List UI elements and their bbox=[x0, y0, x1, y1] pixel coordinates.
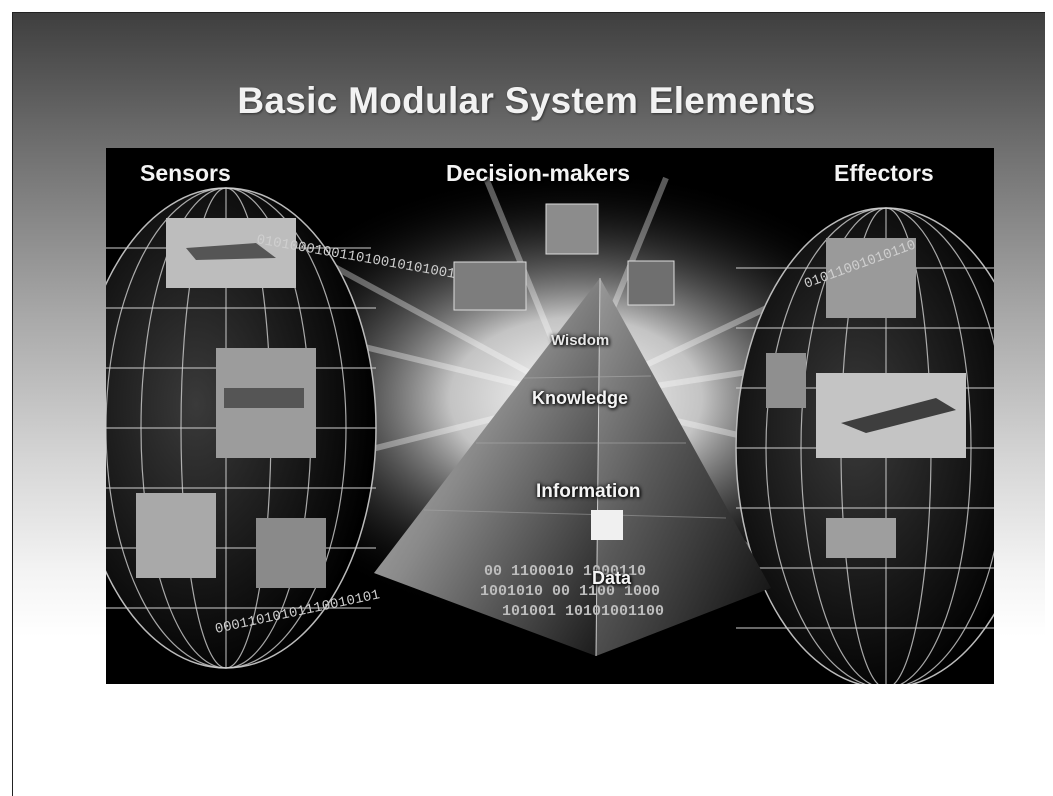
slide-edge-left bbox=[12, 12, 13, 796]
decision-makers-heading: Decision-makers bbox=[446, 160, 631, 186]
decision-maker-photo-left bbox=[453, 261, 527, 311]
sensors-globe bbox=[106, 187, 377, 669]
effector-photo-missile bbox=[766, 353, 806, 408]
tier-knowledge: Knowledge bbox=[532, 388, 629, 408]
decision-maker-photo-top bbox=[545, 203, 599, 255]
tier-wisdom: Wisdom bbox=[551, 332, 610, 349]
effectors-globe bbox=[735, 207, 994, 684]
frame-border-right bbox=[1045, 0, 1053, 796]
knowledge-pyramid bbox=[374, 277, 771, 657]
slide-edge-top bbox=[12, 12, 1045, 13]
frame-border-left bbox=[0, 0, 12, 796]
pyramid-binary-line: 1001010 00 1100 1000 bbox=[480, 583, 660, 600]
effector-photo-vehicle bbox=[826, 518, 896, 558]
diagram-panel: 0101000100110100101010010 00011010101110… bbox=[106, 148, 994, 684]
diagram-graphic: 0101000100110100101010010 00011010101110… bbox=[106, 168, 994, 684]
slide-title: Basic Modular System Elements bbox=[237, 80, 816, 121]
tier-data: Data bbox=[592, 568, 632, 588]
sensor-photo-radar bbox=[256, 518, 326, 588]
frame-border-top bbox=[0, 0, 1053, 12]
effector-photo-launch bbox=[826, 238, 916, 318]
pyramid-binary-line: 101001 10101001100 bbox=[502, 603, 664, 620]
decision-maker-photo-right bbox=[627, 260, 675, 306]
pyramid-binary-line: 00 1100010 1000110 bbox=[484, 563, 646, 580]
sensor-photo-vehicle bbox=[136, 493, 216, 578]
pyramid-binary: 00 1100010 1000110 1001010 00 1100 1000 … bbox=[480, 563, 664, 620]
sensors-heading: Sensors bbox=[140, 160, 231, 186]
pyramid-document-icon bbox=[591, 510, 623, 540]
effectors-heading: Effectors bbox=[834, 160, 934, 186]
tier-information: Information bbox=[536, 481, 641, 502]
